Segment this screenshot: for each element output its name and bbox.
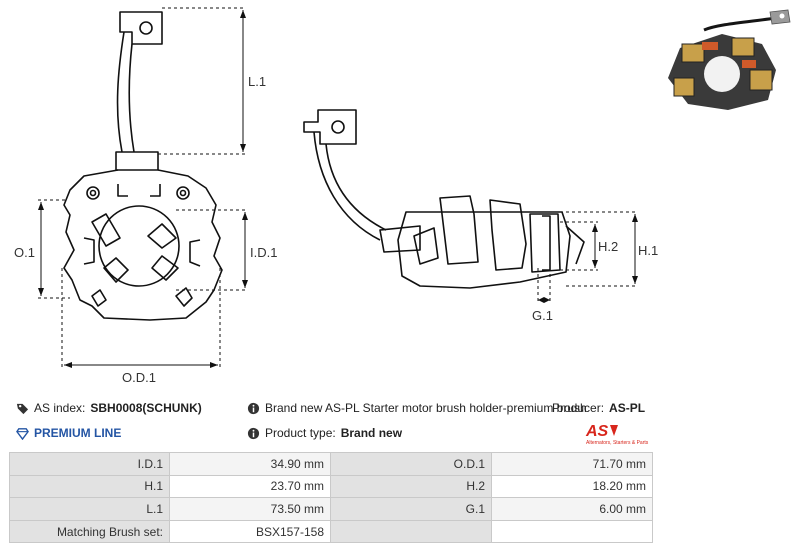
tag-icon	[16, 403, 29, 414]
diamond-icon	[16, 427, 29, 440]
spec-key: I.D.1	[9, 452, 170, 476]
table-row: I.D.1 34.90 mm O.D.1 71.70 mm	[9, 452, 653, 476]
label-od1: O.D.1	[122, 370, 156, 385]
spec-value: 6.00 mm	[491, 497, 653, 521]
producer-label: Producer:	[552, 401, 605, 415]
spec-value: 73.50 mm	[169, 497, 331, 521]
description-line: Brand new AS-PL Starter motor brush hold…	[247, 401, 587, 415]
spec-key: O.D.1	[330, 452, 492, 476]
label-h2: H.2	[598, 239, 618, 254]
logo-text: AS	[585, 423, 609, 440]
table-row: L.1 73.50 mm G.1 6.00 mm	[9, 497, 653, 521]
description-text: Brand new AS-PL Starter motor brush hold…	[265, 401, 587, 415]
specs-table: I.D.1 34.90 mm O.D.1 71.70 mm H.1 23.70 …	[9, 452, 653, 544]
spec-key: H.2	[330, 474, 492, 499]
table-row: H.1 23.70 mm H.2 18.20 mm	[9, 474, 653, 499]
product-type-line: Product type: Brand new	[247, 426, 402, 440]
logo-tagline: Alternators, Starters & Parts	[586, 440, 649, 446]
label-h1: H.1	[638, 243, 658, 258]
label-o1: O.1	[14, 245, 35, 260]
product-type-value: Brand new	[340, 426, 403, 440]
producer-value: AS-PL	[609, 401, 646, 415]
table-row: Matching Brush set: BSX157-158	[9, 519, 653, 544]
spec-value: BSX157-158	[169, 519, 331, 544]
as-logo: AS Alternators, Starters & Parts	[585, 423, 649, 446]
spec-key: L.1	[9, 497, 170, 521]
spec-value	[491, 519, 653, 544]
product-photo	[658, 4, 796, 114]
front-view	[63, 11, 223, 321]
spec-value: 23.70 mm	[169, 474, 331, 499]
as-index-line: AS index: SBH0008(SCHUNK)	[16, 401, 202, 415]
as-index-value: SBH0008(SCHUNK)	[90, 401, 202, 415]
spec-value: 71.70 mm	[491, 452, 653, 476]
spec-key: Matching Brush set:	[9, 519, 170, 544]
info-icon	[247, 427, 260, 439]
premium-line: PREMIUM LINE	[34, 426, 122, 440]
premium-line-row: PREMIUM LINE	[16, 426, 121, 440]
as-index-label: AS index:	[34, 401, 86, 415]
info-icon	[247, 402, 260, 414]
side-view	[303, 109, 585, 289]
label-id1: I.D.1	[250, 245, 277, 260]
label-g1: G.1	[532, 308, 553, 323]
spec-key	[330, 519, 492, 544]
spec-value: 18.20 mm	[491, 474, 653, 499]
product-type-label: Product type:	[265, 426, 336, 440]
producer-line: Producer: AS-PL	[552, 401, 645, 415]
label-l1: L.1	[248, 74, 266, 89]
spec-key: H.1	[9, 474, 170, 499]
spec-key: G.1	[330, 497, 492, 521]
technical-drawing: L.1 I.D.1 O.1 O.D.1 H.2 H.1 G.1	[14, 7, 658, 385]
spec-value: 34.90 mm	[169, 452, 331, 476]
